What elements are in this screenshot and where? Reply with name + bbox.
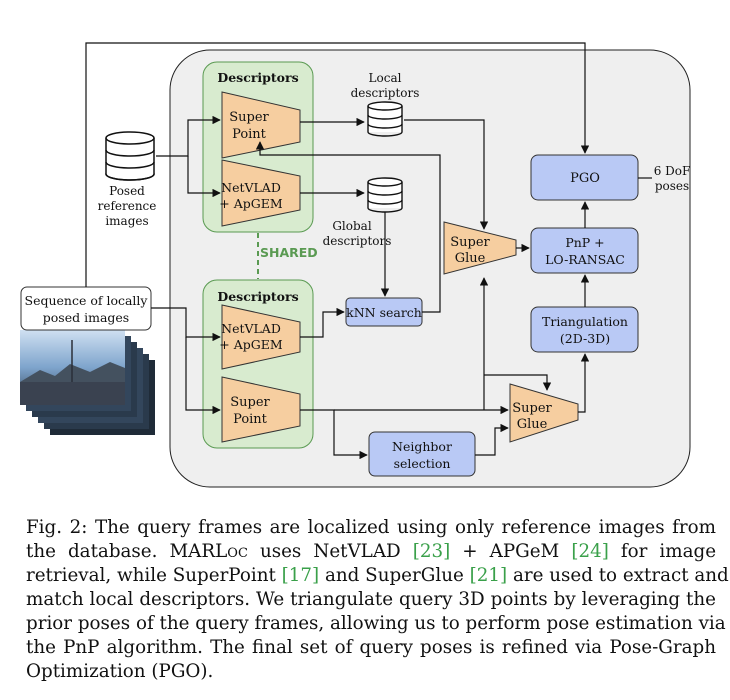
output-label-1: 6 DoF [654, 164, 691, 178]
netvlad-top-block [221, 159, 301, 227]
citation-17: [17] [281, 565, 320, 586]
caption-line-6: the PnP algorithm. The final set of quer… [26, 637, 716, 658]
reference-label-2: reference [98, 199, 157, 213]
local-descriptors-label-1: Local [369, 71, 402, 85]
output-label-2: poses [655, 179, 689, 193]
triangulation-label-1: Triangulation [542, 314, 628, 329]
neighbor-selection-label-2: selection [394, 456, 451, 471]
edge-ref-to-superpoint [156, 115, 221, 157]
reference-database-icon [105, 131, 155, 181]
citation-23: [23] [412, 541, 451, 562]
neighbor-selection-label-1: Neighbor [392, 439, 452, 454]
caption-line-5: prior poses of the query frames, allowin… [26, 613, 726, 634]
superpoint-bottom-label-1: Super [230, 395, 270, 410]
query-image-stack [20, 330, 155, 435]
knn-search-label: kNN search [346, 305, 422, 320]
netvlad-bottom-label-1: NetVLAD [221, 321, 281, 336]
superpoint-top-label-2: Point [232, 127, 267, 142]
method-name: MARLoc [169, 541, 248, 562]
global-descriptors-label-1: Global [332, 219, 371, 233]
superglue-bottom-label-1: Super [512, 401, 552, 416]
edge-knn-to-superpoint-top [255, 141, 441, 313]
global-descriptors-label-2: descriptors [323, 234, 392, 248]
edge-branch-to-superglue-bottom [484, 374, 552, 391]
pnp-label-2: LO-RANSAC [545, 252, 625, 267]
neighbor-selection-box [368, 431, 476, 477]
figure-caption: Fig. 2: The query frames are localized u… [26, 516, 729, 684]
superglue-bottom-label-2: Glue [517, 417, 548, 432]
edge-superpoint-to-neighbor [300, 409, 368, 460]
pipeline-diagram: SHARED Descriptors Descriptors Super Poi… [20, 42, 691, 488]
edge-ref-to-netvlad [187, 156, 221, 198]
netvlad-bottom-label-2: + ApGEM [219, 337, 283, 352]
shared-label: SHARED [260, 245, 318, 260]
caption-line-3: retrieval, while SuperPoint [17] and Sup… [26, 565, 729, 586]
reference-label-1: Posed [109, 184, 145, 198]
descriptors-title-bottom: Descriptors [217, 289, 298, 304]
superglue-bottom-block [509, 383, 579, 443]
edge-neighbor-to-superglue [475, 423, 509, 456]
superglue-top-label-2: Glue [455, 251, 486, 266]
superpoint-bottom-block [221, 376, 301, 443]
netvlad-top-label-1: NetVLAD [221, 180, 281, 195]
caption-line-7: Optimization (PGO). [26, 661, 214, 682]
superpoint-bottom-label-2: Point [233, 412, 268, 427]
edge-superglue-to-triangulation [578, 353, 590, 413]
local-descriptors-db-icon [367, 101, 403, 137]
pnp-label-1: PnP + [565, 235, 604, 250]
edge-sequence-to-netvlad [151, 307, 221, 342]
pgo-label: PGO [570, 171, 600, 186]
reference-label-3: images [105, 214, 148, 228]
connections [85, 42, 652, 460]
superpoint-top-label-1: Super [229, 110, 269, 125]
triangulation-label-2: (2D-3D) [560, 331, 610, 346]
sequence-label-1: Sequence of locally [25, 293, 149, 308]
edge-localdb-to-superglue [404, 119, 489, 230]
sequence-label-2: posed images [43, 310, 129, 325]
citation-21: [21] [469, 565, 508, 586]
descriptors-title-top: Descriptors [217, 70, 298, 85]
superglue-top-block [443, 221, 517, 275]
netvlad-top-label-2: + ApGEM [219, 196, 283, 211]
caption-line-4: match local descriptors. We triangulate … [26, 589, 716, 610]
global-descriptors-db-icon [367, 177, 403, 213]
local-descriptors-label-2: descriptors [351, 86, 420, 100]
caption-line-1: Fig. 2: The query frames are localized u… [26, 517, 716, 538]
citation-24: [24] [571, 541, 609, 562]
edge-netvlad-to-knn [300, 307, 345, 338]
edge-sequence-to-pgo [85, 42, 590, 287]
caption-line-2: the database. MARLoc uses NetVLAD [23] +… [26, 541, 717, 562]
netvlad-bottom-block [221, 304, 301, 370]
superglue-top-label-1: Super [450, 235, 490, 250]
edge-sequence-to-superpoint [185, 337, 221, 415]
superpoint-top-block [221, 91, 301, 159]
